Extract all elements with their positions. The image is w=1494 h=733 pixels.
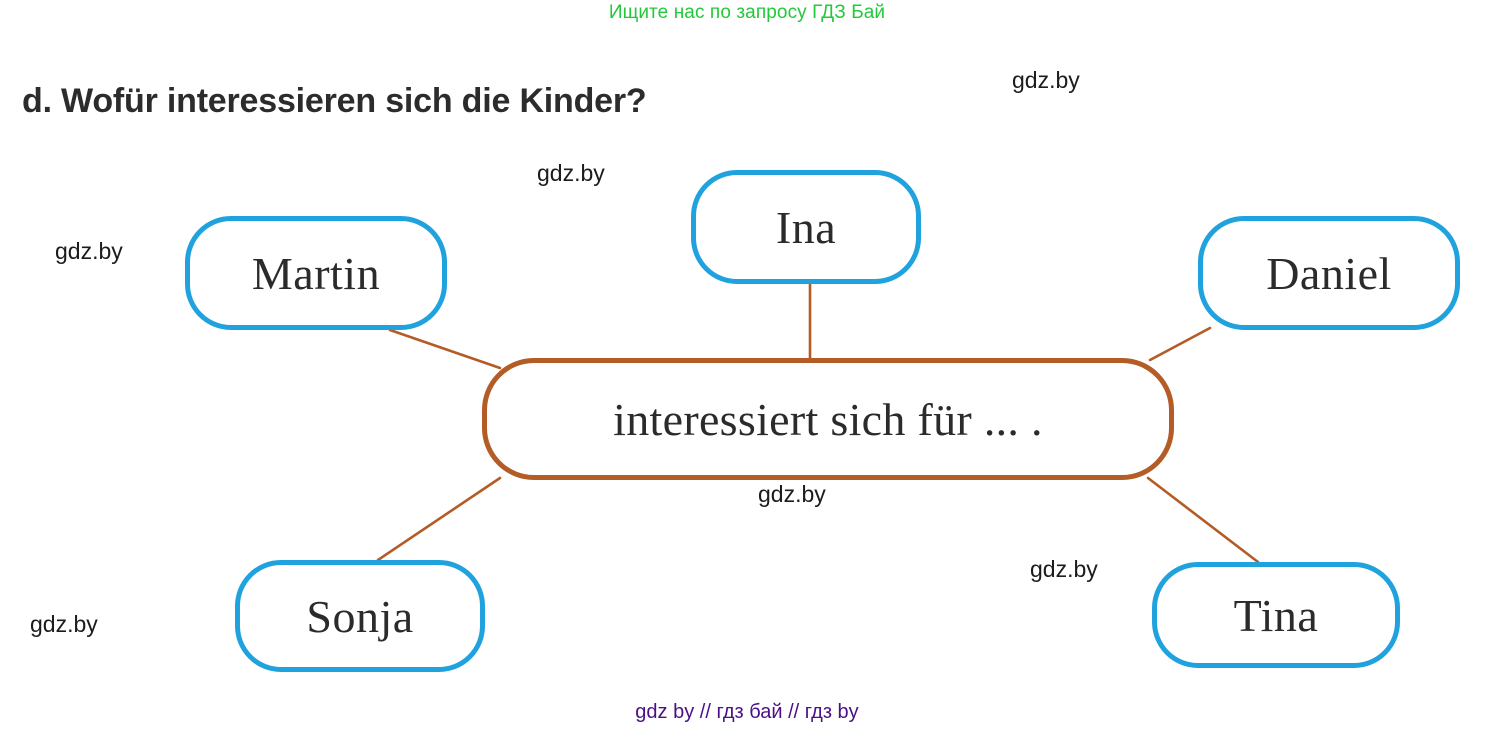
connector-tina-to-center: [1146, 476, 1260, 564]
mindmap-center-node-label: interessiert sich für ... .: [613, 393, 1043, 445]
footer-links: gdz by // гдз бай // гдз by: [635, 701, 859, 723]
page-title: d. Wofür interessieren sich die Kinder?: [22, 81, 647, 120]
watermark-4: gdz.by: [758, 481, 826, 507]
watermark-5: gdz.by: [1030, 556, 1098, 582]
mindmap-node-tina-label: Tina: [1233, 589, 1319, 641]
promo-banner: Ищите нас по запросу ГДЗ Бай: [608, 2, 886, 23]
mindmap-center-node[interactable]: interessiert sich für ... .: [482, 358, 1174, 480]
watermark-1: gdz.by: [1012, 67, 1080, 93]
mindmap-node-tina[interactable]: Tina: [1152, 562, 1400, 668]
mindmap-node-ina-label: Ina: [775, 201, 837, 253]
watermark-6: gdz.by: [30, 611, 98, 637]
mindmap-node-sonja[interactable]: Sonja: [235, 560, 485, 672]
watermark-2: gdz.by: [537, 160, 605, 186]
mindmap-node-sonja-label: Sonja: [306, 590, 414, 642]
mindmap-node-martin-label: Martin: [251, 247, 381, 299]
connector-sonja-to-center: [376, 476, 502, 562]
mindmap-node-daniel-label: Daniel: [1266, 247, 1392, 299]
mindmap-node-ina[interactable]: Ina: [691, 170, 921, 284]
mindmap-node-martin[interactable]: Martin: [185, 216, 447, 330]
watermark-3: gdz.by: [55, 238, 123, 264]
mindmap-node-daniel[interactable]: Daniel: [1198, 216, 1460, 330]
connector-daniel-to-center: [1148, 326, 1212, 362]
connector-martin-to-center: [388, 328, 502, 370]
